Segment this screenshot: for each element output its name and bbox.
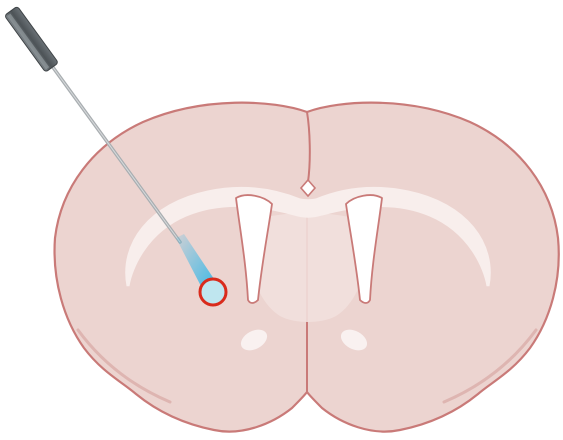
target-spot: [200, 279, 226, 305]
fiber-handle: [4, 6, 58, 72]
